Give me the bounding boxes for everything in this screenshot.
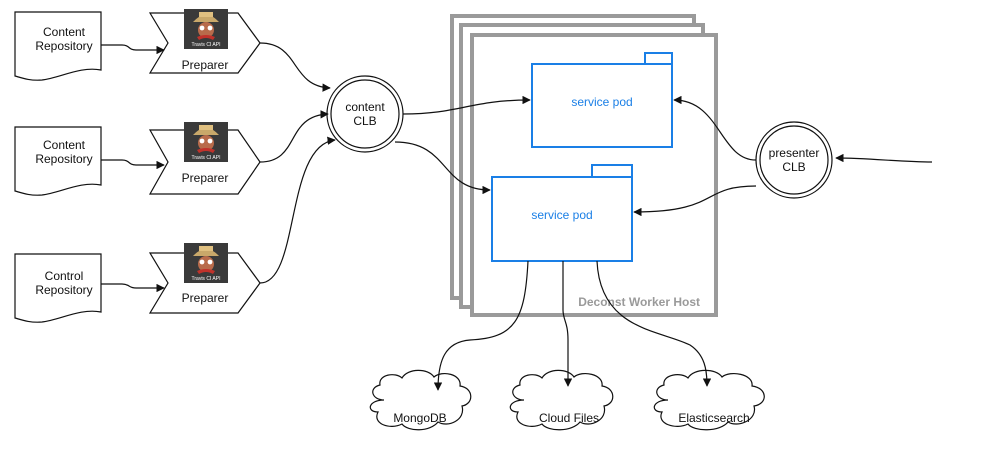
repository-label-line1: Control bbox=[45, 269, 84, 283]
edge-repo3-preparer3 bbox=[101, 283, 165, 293]
host-label: Deconst Worker Host bbox=[578, 295, 700, 309]
edge-pod-cloudfiles bbox=[562, 261, 573, 387]
content-clb-label-line1: content bbox=[345, 100, 385, 114]
pod-shape bbox=[491, 164, 633, 262]
mascot-caption: Travis CI API bbox=[192, 42, 221, 48]
presenter-clb: presenter CLB bbox=[755, 121, 833, 199]
cloud-shape-icon bbox=[509, 369, 614, 431]
service-pod-top: service pod bbox=[531, 52, 673, 148]
preparer-1: Travis CI API Preparer bbox=[148, 9, 261, 74]
edge-presenter-pod-bottom bbox=[633, 185, 757, 217]
pod-label: service pod bbox=[571, 95, 632, 109]
edge-clb-pod-bottom bbox=[394, 141, 491, 195]
mascot-caption: Travis CI API bbox=[192, 155, 221, 161]
edge-preparer3-clb bbox=[259, 136, 336, 284]
content-clb: content CLB bbox=[326, 75, 404, 153]
repository-label-line2: Repository bbox=[35, 152, 92, 166]
edge-preparer2-clb bbox=[259, 110, 329, 163]
worker-host: Deconst Worker Host bbox=[450, 14, 718, 317]
datastore-mongodb: MongoDB bbox=[369, 369, 472, 431]
preparer-3: Travis CI API Preparer bbox=[148, 243, 261, 314]
content-clb-label-line2: CLB bbox=[353, 114, 376, 128]
edge-clb-pod-top bbox=[402, 95, 531, 115]
edge-presenter-pod-top bbox=[673, 95, 757, 161]
edge-repo1-preparer1 bbox=[101, 44, 165, 55]
datastore-elasticsearch: Elasticsearch bbox=[653, 369, 765, 431]
repository-1: Content Repository bbox=[14, 11, 102, 81]
repository-label-line1: Content bbox=[43, 25, 86, 39]
preparer-2: Travis CI API Preparer bbox=[148, 122, 261, 195]
cloud-shape-icon bbox=[369, 369, 472, 431]
preparer-label: Preparer bbox=[182, 291, 229, 305]
mascot-caption: Travis CI API bbox=[192, 276, 221, 282]
repository-label-line1: Content bbox=[43, 138, 86, 152]
connectors bbox=[101, 42, 933, 391]
cloud-shape-icon bbox=[653, 369, 765, 431]
travis-ci-mascot-icon: Travis CI API bbox=[184, 9, 228, 49]
edge-pod-mongodb bbox=[433, 260, 529, 391]
document-shape-icon bbox=[14, 253, 102, 323]
datastore-label: Cloud Files bbox=[539, 411, 599, 425]
document-shape-icon bbox=[14, 11, 102, 81]
datastore-label: Elasticsearch bbox=[678, 411, 749, 425]
preparer-label: Preparer bbox=[182, 58, 229, 72]
datastore-cloud-files: Cloud Files bbox=[509, 369, 614, 431]
presenter-clb-label-line2: CLB bbox=[782, 160, 805, 174]
edge-repo2-preparer2 bbox=[101, 159, 165, 170]
repository-label-line2: Repository bbox=[35, 39, 92, 53]
pod-shape bbox=[531, 52, 673, 148]
service-pod-bottom: service pod bbox=[491, 164, 633, 262]
edge-preparer1-clb bbox=[259, 42, 331, 92]
repository-label-line2: Repository bbox=[35, 283, 92, 297]
repository-2: Content Repository bbox=[14, 126, 102, 196]
datastore-label: MongoDB bbox=[393, 411, 446, 425]
preparer-label: Preparer bbox=[182, 171, 229, 185]
travis-ci-mascot-icon: Travis CI API bbox=[184, 122, 228, 162]
edge-ingress-presenter bbox=[835, 153, 933, 163]
repository-3: Control Repository bbox=[14, 253, 102, 323]
edge-pod-elasticsearch bbox=[596, 260, 712, 387]
presenter-clb-label-line1: presenter bbox=[769, 146, 820, 160]
document-shape-icon bbox=[14, 126, 102, 196]
pod-label: service pod bbox=[531, 208, 592, 222]
travis-ci-mascot-icon: Travis CI API bbox=[184, 243, 228, 283]
